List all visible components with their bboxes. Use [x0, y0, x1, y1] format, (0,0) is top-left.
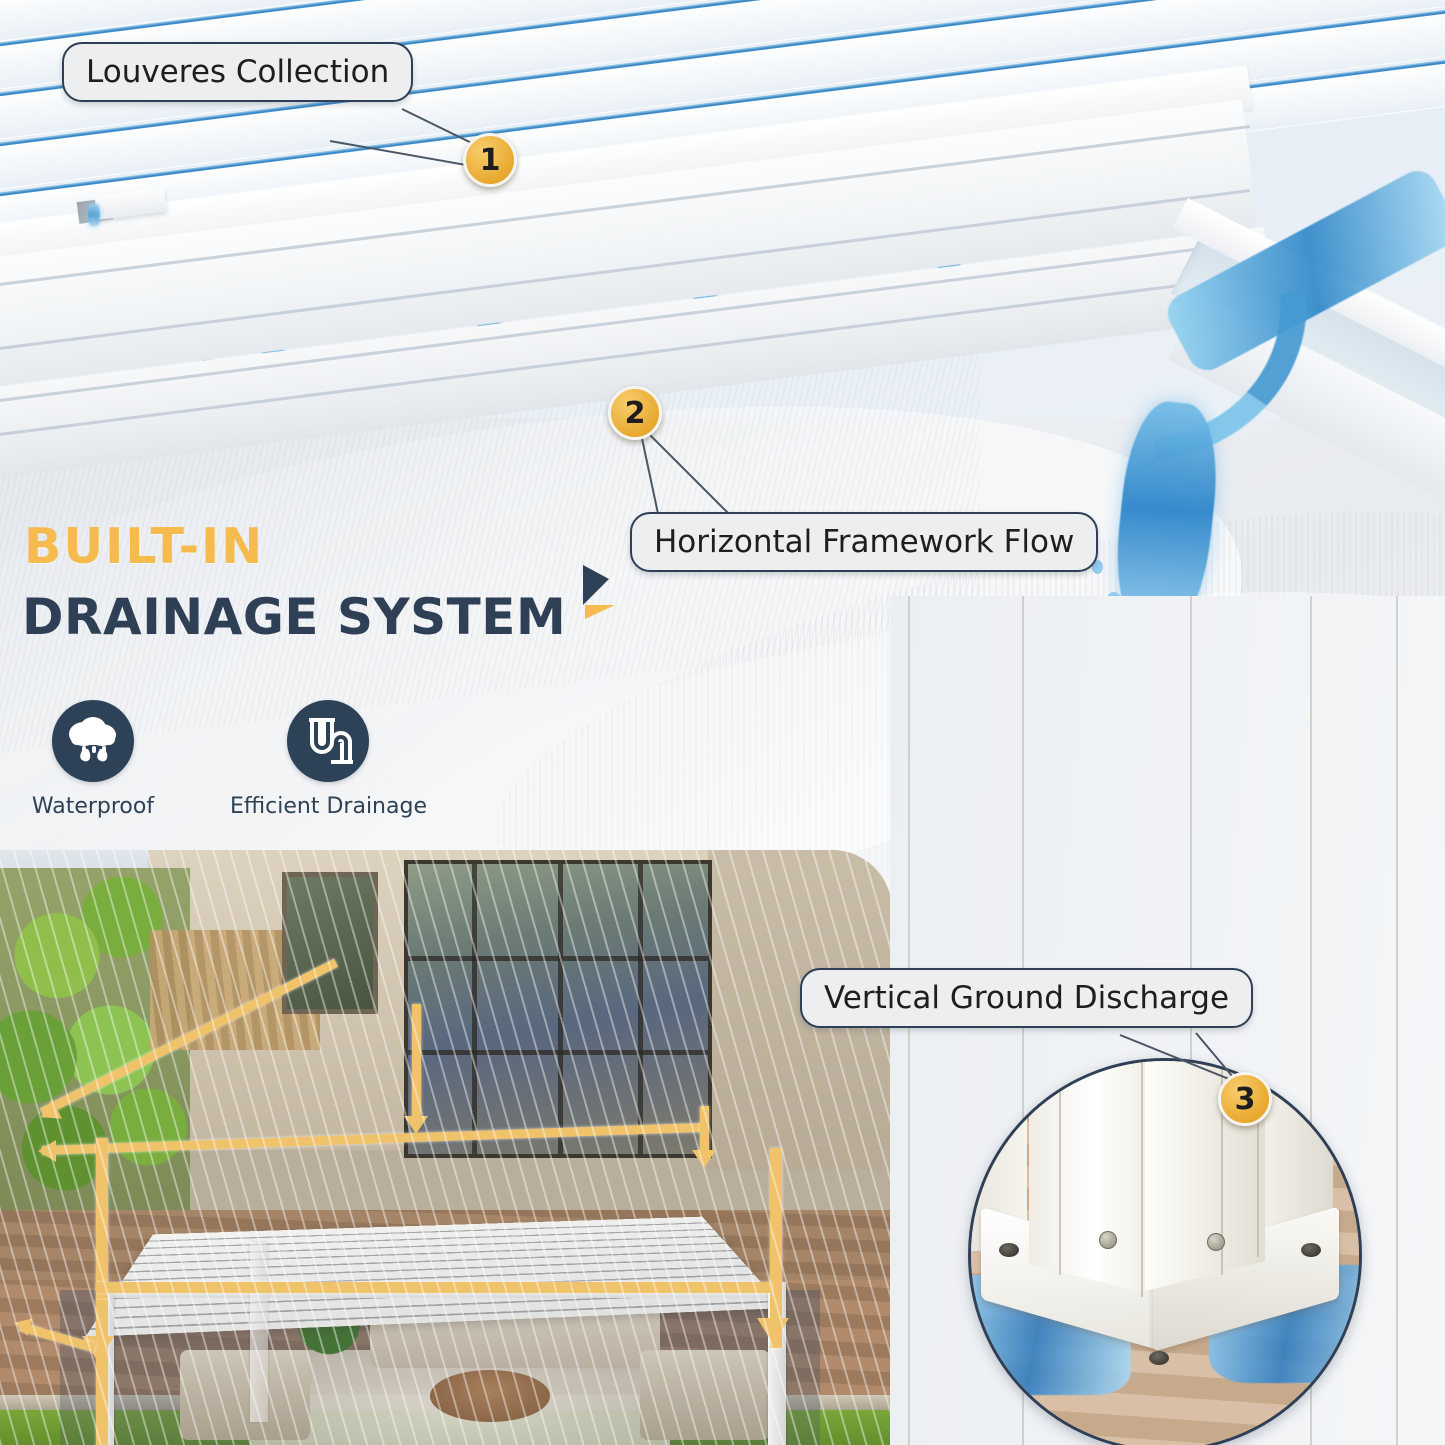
photo-window	[282, 872, 378, 1014]
callout-louveres-collection[interactable]: Louveres Collection	[62, 42, 414, 102]
flow-arrow-head-2	[38, 1140, 56, 1162]
flow-arrow-front-beam	[96, 1282, 772, 1293]
photo-pergola-post-rear-left	[250, 1242, 268, 1422]
feature-label: Efficient Drainage	[230, 794, 427, 819]
inset-screw-right	[1207, 1233, 1225, 1251]
rain-cloud-icon	[52, 700, 134, 782]
badge-2[interactable]: 2	[608, 386, 662, 440]
feature-label: Waterproof	[31, 794, 155, 819]
inset-bolt-hole-right	[1301, 1243, 1321, 1257]
flow-arrow-head-3	[692, 1150, 716, 1168]
flow-arrow-post-left-lower	[96, 1300, 108, 1445]
inset-bolt-hole-left	[999, 1243, 1019, 1257]
u-trap-pipe-icon	[287, 700, 369, 782]
flow-arrow-head-4	[404, 1116, 428, 1134]
arrow-dark-triangle-icon	[583, 565, 609, 605]
pergola-rain-photo	[0, 850, 892, 1445]
callout-vertical-ground-discharge[interactable]: Vertical Ground Discharge	[800, 968, 1254, 1028]
louvered-roof-render	[0, 0, 1445, 520]
flow-arrow-post-left	[96, 1138, 108, 1314]
decorative-arrow-mark	[575, 565, 625, 635]
flow-arrow-head-7	[757, 1318, 789, 1344]
photo-armchair-right	[640, 1350, 770, 1440]
feature-efficient-drainage: Efficient Drainage	[230, 700, 427, 819]
feature-waterproof: Waterproof	[28, 700, 158, 819]
headline-line-1: BUILT-IN	[24, 518, 265, 575]
post-base-closeup-inset	[968, 1058, 1362, 1445]
badge-1[interactable]: 1	[463, 133, 517, 187]
flow-arrow-roof-center	[412, 1004, 421, 1124]
inset-screw-left	[1099, 1231, 1117, 1249]
headline-line-2: DRAINAGE SYSTEM	[22, 588, 567, 646]
arrow-gold-triangle-icon	[585, 605, 615, 619]
inset-bolt-hole-front	[1149, 1351, 1169, 1365]
photo-armchair-left	[180, 1350, 310, 1440]
callout-horizontal-framework-flow[interactable]: Horizontal Framework Flow	[630, 512, 1099, 572]
flow-arrow-roof-right-down	[700, 1106, 709, 1158]
badge-3[interactable]: 3	[1218, 1072, 1272, 1126]
photo-glass-wall	[404, 860, 712, 1158]
photo-coffee-table	[430, 1370, 550, 1422]
inset-post-front-face	[1029, 1061, 1145, 1293]
flow-arrow-post-right	[770, 1148, 782, 1348]
